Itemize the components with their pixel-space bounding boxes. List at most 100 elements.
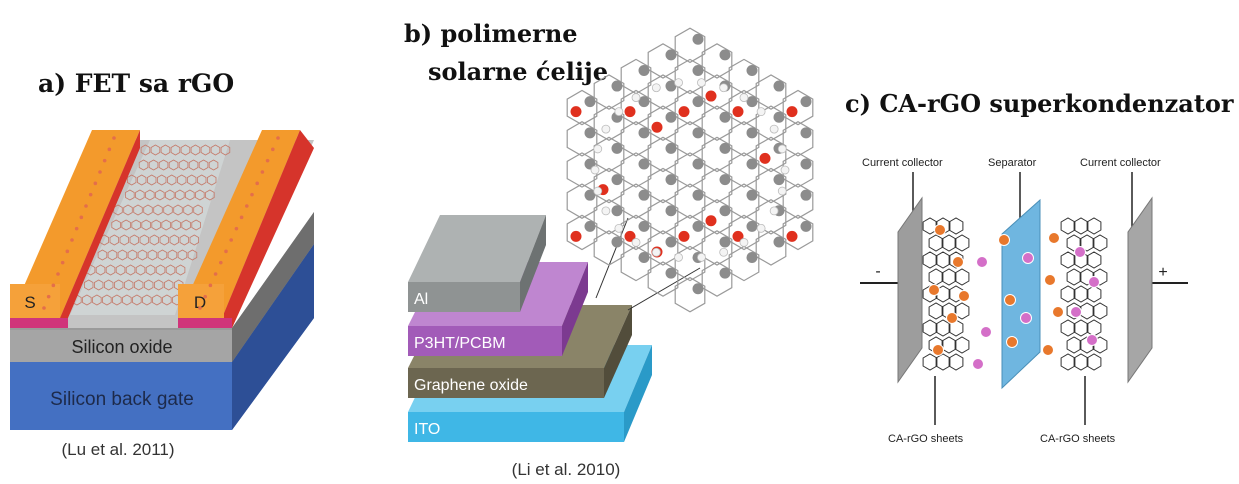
ion-pink <box>976 256 988 268</box>
oxygen-atom <box>732 106 744 118</box>
graphene-hex <box>147 249 158 261</box>
ion-orange <box>934 224 946 236</box>
gate-label: Silicon back gate <box>50 389 194 410</box>
graphene-hex <box>220 144 231 156</box>
graphene-hex <box>208 159 219 171</box>
graphene-hex <box>168 159 179 171</box>
lattice-dot <box>255 181 259 186</box>
rgo-hex <box>1086 285 1102 303</box>
rgo-hex <box>1060 353 1076 371</box>
graphene-hex <box>160 144 171 156</box>
panel-a-title: a) FET sa rGO <box>38 69 234 98</box>
carbon-atom <box>800 189 812 201</box>
go-ring <box>782 89 814 126</box>
graphene-hex <box>198 159 209 171</box>
hydrogen-atom <box>697 252 706 262</box>
graphene-hex <box>136 174 147 186</box>
go-ring <box>755 74 787 110</box>
graphene-hex <box>175 189 185 201</box>
lattice-dot <box>112 136 116 140</box>
graphene-hex <box>82 294 92 306</box>
go-ring <box>620 89 652 126</box>
graphene-hex <box>195 189 205 201</box>
carbon-atom <box>611 80 623 92</box>
go-ring <box>647 167 679 204</box>
hydrogen-atom <box>769 206 779 216</box>
graphene-channel <box>70 140 231 315</box>
hydrogen-atom <box>593 186 603 196</box>
carbon-atom <box>746 252 758 264</box>
go-ring <box>566 152 598 188</box>
go-ring <box>701 230 733 266</box>
ion-pink <box>980 326 992 338</box>
graphene-hex <box>115 264 126 276</box>
lattice-dot <box>70 238 74 242</box>
hydrogen-atom <box>674 252 683 262</box>
carbon-atom <box>692 283 704 295</box>
graphene-hex <box>163 204 173 216</box>
go-ring <box>701 105 733 141</box>
oxygen-atom <box>705 90 717 102</box>
rgo-hex <box>1086 319 1102 337</box>
lattice-dot <box>208 283 213 288</box>
graphene-hex <box>152 294 162 306</box>
rgo-hex <box>928 234 944 252</box>
minus-sign: - <box>875 263 880 280</box>
graphene-hex <box>196 174 207 186</box>
ion-pink <box>1022 252 1034 264</box>
graphene-hex <box>176 174 187 186</box>
go-ring <box>620 214 652 251</box>
hydrogen-atom <box>631 238 641 247</box>
graphene-hex <box>162 294 172 306</box>
hydrogen-atom <box>739 238 749 247</box>
graphene-hex <box>161 219 171 231</box>
graphene-hex <box>143 204 153 216</box>
graphene-hex <box>133 204 143 216</box>
graphene-hex <box>189 234 200 246</box>
hydrogen-atom <box>769 124 779 134</box>
carbon-atom <box>665 80 677 92</box>
graphene-hex <box>148 159 159 171</box>
graphene-hex <box>122 294 132 306</box>
source-label: S <box>24 293 35 312</box>
oxide-layer-right <box>232 212 314 362</box>
rgo-hex <box>1066 268 1082 286</box>
go-ring <box>647 43 679 79</box>
oxygen-atom <box>570 230 582 242</box>
carbon-atom <box>638 189 650 201</box>
lattice-dot <box>260 170 265 174</box>
graphene-hex <box>179 234 190 246</box>
oxygen-atom <box>786 230 798 242</box>
graphene-hex <box>95 264 106 276</box>
carbon-atom <box>719 111 731 123</box>
graphene-hex <box>131 219 141 231</box>
sheets-left-label: CA-rGO sheets <box>888 433 964 445</box>
lattice-dot <box>56 272 60 276</box>
carbon-atom <box>665 111 677 123</box>
lattice-dot <box>93 181 98 186</box>
hydrogen-atom <box>777 186 787 196</box>
gate-slab-front <box>10 362 232 430</box>
graphene-hex <box>177 249 188 261</box>
carbon-atom <box>800 127 812 139</box>
graphene-hex <box>139 234 150 246</box>
graphene-hex <box>140 144 151 156</box>
go-ring <box>728 214 760 251</box>
go-ring <box>782 121 814 157</box>
go-ring <box>647 105 679 141</box>
go-ring <box>593 167 625 204</box>
carbon-atom <box>800 158 812 170</box>
graphene-hex <box>109 234 119 246</box>
graphene-hex <box>155 189 165 201</box>
hydrogen-atom <box>756 107 766 117</box>
graphene-hex <box>117 249 128 261</box>
carbon-atom <box>746 64 758 76</box>
lattice-dot <box>198 306 202 310</box>
go-ring <box>593 105 625 141</box>
current-collector-right <box>1127 196 1153 384</box>
go-ring <box>674 121 706 157</box>
oxide-layer-front <box>10 330 232 362</box>
rgo-hex <box>1060 319 1076 337</box>
graphene-hex <box>143 279 154 291</box>
rgo-hex <box>935 319 951 337</box>
